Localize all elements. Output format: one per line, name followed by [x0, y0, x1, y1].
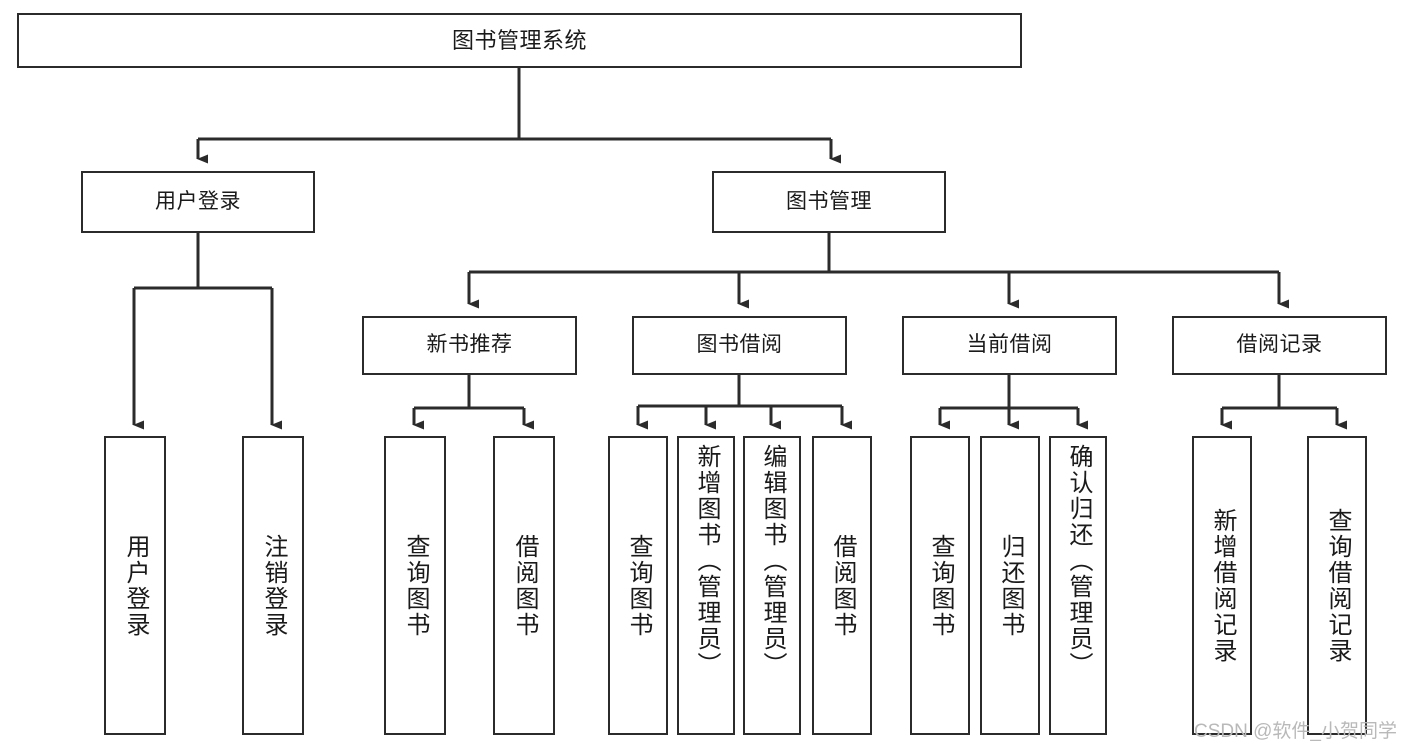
- node-leaf-query-book-2[interactable]: 查询图书: [608, 436, 668, 735]
- node-leaf-query-book-3-label: 查询图书: [927, 533, 954, 638]
- node-book-borrow[interactable]: 图书借阅: [632, 316, 847, 375]
- node-book-manage-label: 图书管理: [786, 189, 872, 213]
- node-leaf-add-borrow-record-label: 新增借阅记录: [1209, 507, 1236, 664]
- node-leaf-borrow-book-2-label: 借阅图书: [829, 533, 856, 638]
- node-leaf-confirm-return-admin[interactable]: 确认归还（管理员）: [1049, 436, 1107, 735]
- node-leaf-add-borrow-record[interactable]: 新增借阅记录: [1192, 436, 1252, 735]
- node-book-borrow-label: 图书借阅: [696, 333, 783, 357]
- node-leaf-edit-book-admin[interactable]: 编辑图书（管理员）: [743, 436, 801, 735]
- node-leaf-borrow-book-2[interactable]: 借阅图书: [812, 436, 872, 735]
- node-new-book-recommend-label: 新书推荐: [426, 333, 513, 357]
- node-leaf-confirm-return-admin-label: 确认归还（管理员）: [1065, 444, 1092, 678]
- csdn-watermark: CSDN @软件_小贺同学: [1194, 721, 1397, 742]
- node-leaf-query-book-1[interactable]: 查询图书: [384, 436, 446, 735]
- node-leaf-query-book-1-label: 查询图书: [402, 533, 429, 638]
- node-leaf-query-borrow-record-label: 查询借阅记录: [1324, 507, 1351, 664]
- node-leaf-query-book-3[interactable]: 查询图书: [910, 436, 970, 735]
- node-leaf-return-book-label: 归还图书: [997, 533, 1024, 638]
- node-leaf-edit-book-admin-label: 编辑图书（管理员）: [759, 444, 786, 678]
- node-leaf-query-borrow-record[interactable]: 查询借阅记录: [1307, 436, 1367, 735]
- node-user-login[interactable]: 用户登录: [81, 171, 315, 233]
- node-user-login-label: 用户登录: [155, 189, 241, 213]
- node-leaf-borrow-book-1[interactable]: 借阅图书: [493, 436, 555, 735]
- node-borrow-record[interactable]: 借阅记录: [1172, 316, 1387, 375]
- node-leaf-query-book-2-label: 查询图书: [625, 533, 652, 638]
- node-current-borrow-label: 当前借阅: [966, 333, 1053, 357]
- node-root-label: 图书管理系统: [451, 27, 587, 53]
- node-book-manage[interactable]: 图书管理: [712, 171, 946, 233]
- node-leaf-add-book-admin-label: 新增图书（管理员）: [693, 444, 720, 678]
- node-new-book-recommend[interactable]: 新书推荐: [362, 316, 577, 375]
- node-leaf-logout-label: 注销登录: [260, 533, 287, 638]
- node-current-borrow[interactable]: 当前借阅: [902, 316, 1117, 375]
- node-borrow-record-label: 借阅记录: [1236, 333, 1323, 357]
- node-leaf-user-login-label: 用户登录: [122, 533, 149, 638]
- node-leaf-user-login[interactable]: 用户登录: [104, 436, 166, 735]
- node-leaf-return-book[interactable]: 归还图书: [980, 436, 1040, 735]
- node-root[interactable]: 图书管理系统: [17, 13, 1022, 68]
- node-leaf-borrow-book-1-label: 借阅图书: [511, 533, 538, 638]
- node-leaf-add-book-admin[interactable]: 新增图书（管理员）: [677, 436, 735, 735]
- node-leaf-logout[interactable]: 注销登录: [242, 436, 304, 735]
